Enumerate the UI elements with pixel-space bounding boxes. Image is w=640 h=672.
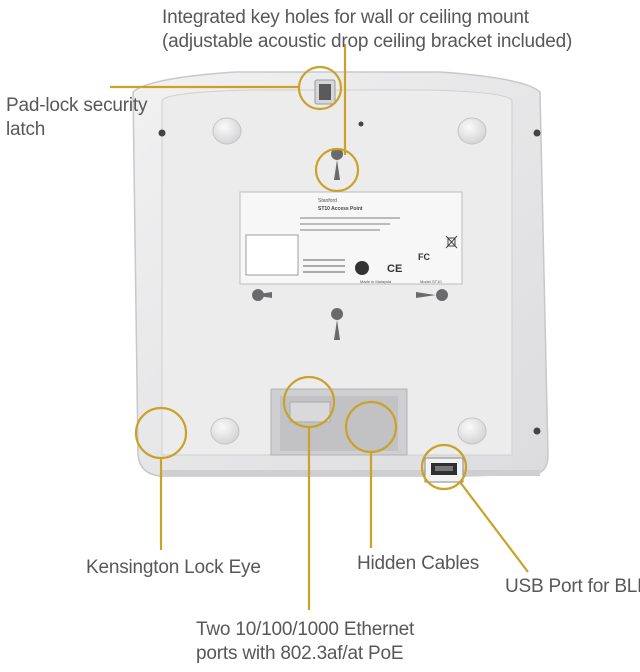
product-label: Stanford ST10 Access Point CE FC Made in… [239, 191, 463, 285]
usb-port [424, 457, 464, 483]
callout-padlock: Pad-lock security latch [6, 94, 147, 142]
label-made-in: Made in Malaysia [360, 279, 392, 284]
callout-ethernet-line1: Two 10/100/1000 Ethernet [196, 619, 415, 640]
padlock-latch [314, 79, 336, 105]
compliance-check-icon [355, 261, 369, 275]
callout-keyholes-line2: (adjustable acoustic drop ceiling bracke… [162, 31, 573, 52]
label-fcc-mark: FC [418, 252, 430, 262]
circle-keyhole-top [314, 147, 360, 193]
callout-keyholes-line1: Integrated key holes for wall or ceiling… [162, 7, 529, 28]
mounting-feet [210, 117, 487, 445]
callout-kensington: Kensington Lock Eye [86, 557, 261, 578]
callout-padlock-line2: latch [6, 119, 46, 140]
callout-hidden-cables: Hidden Cables [357, 553, 480, 574]
callout-markers [110, 44, 529, 610]
label-brand: Stanford [318, 198, 337, 204]
keyhole-slots [252, 148, 448, 340]
callout-keyholes: Integrated key holes for wall or ceiling… [162, 6, 573, 54]
callout-ethernet: Two 10/100/1000 Ethernet ports with 802.… [196, 618, 414, 666]
corner-screws [158, 121, 541, 435]
label-model-code: Model ST10 [420, 279, 442, 284]
label-ce-mark: CE [387, 263, 402, 275]
callout-padlock-line1: Pad-lock security [6, 95, 148, 116]
circle-padlock [297, 65, 343, 111]
leader-usb [459, 481, 529, 573]
label-model: ST10 Access Point [318, 206, 363, 212]
weee-bin-icon [445, 235, 458, 249]
circle-usb [420, 443, 468, 491]
callout-usb-port: USB Port for BLE [505, 576, 640, 597]
cable-recess [270, 388, 408, 456]
callout-ethernet-line2: ports with 802.3af/at PoE [196, 643, 404, 664]
